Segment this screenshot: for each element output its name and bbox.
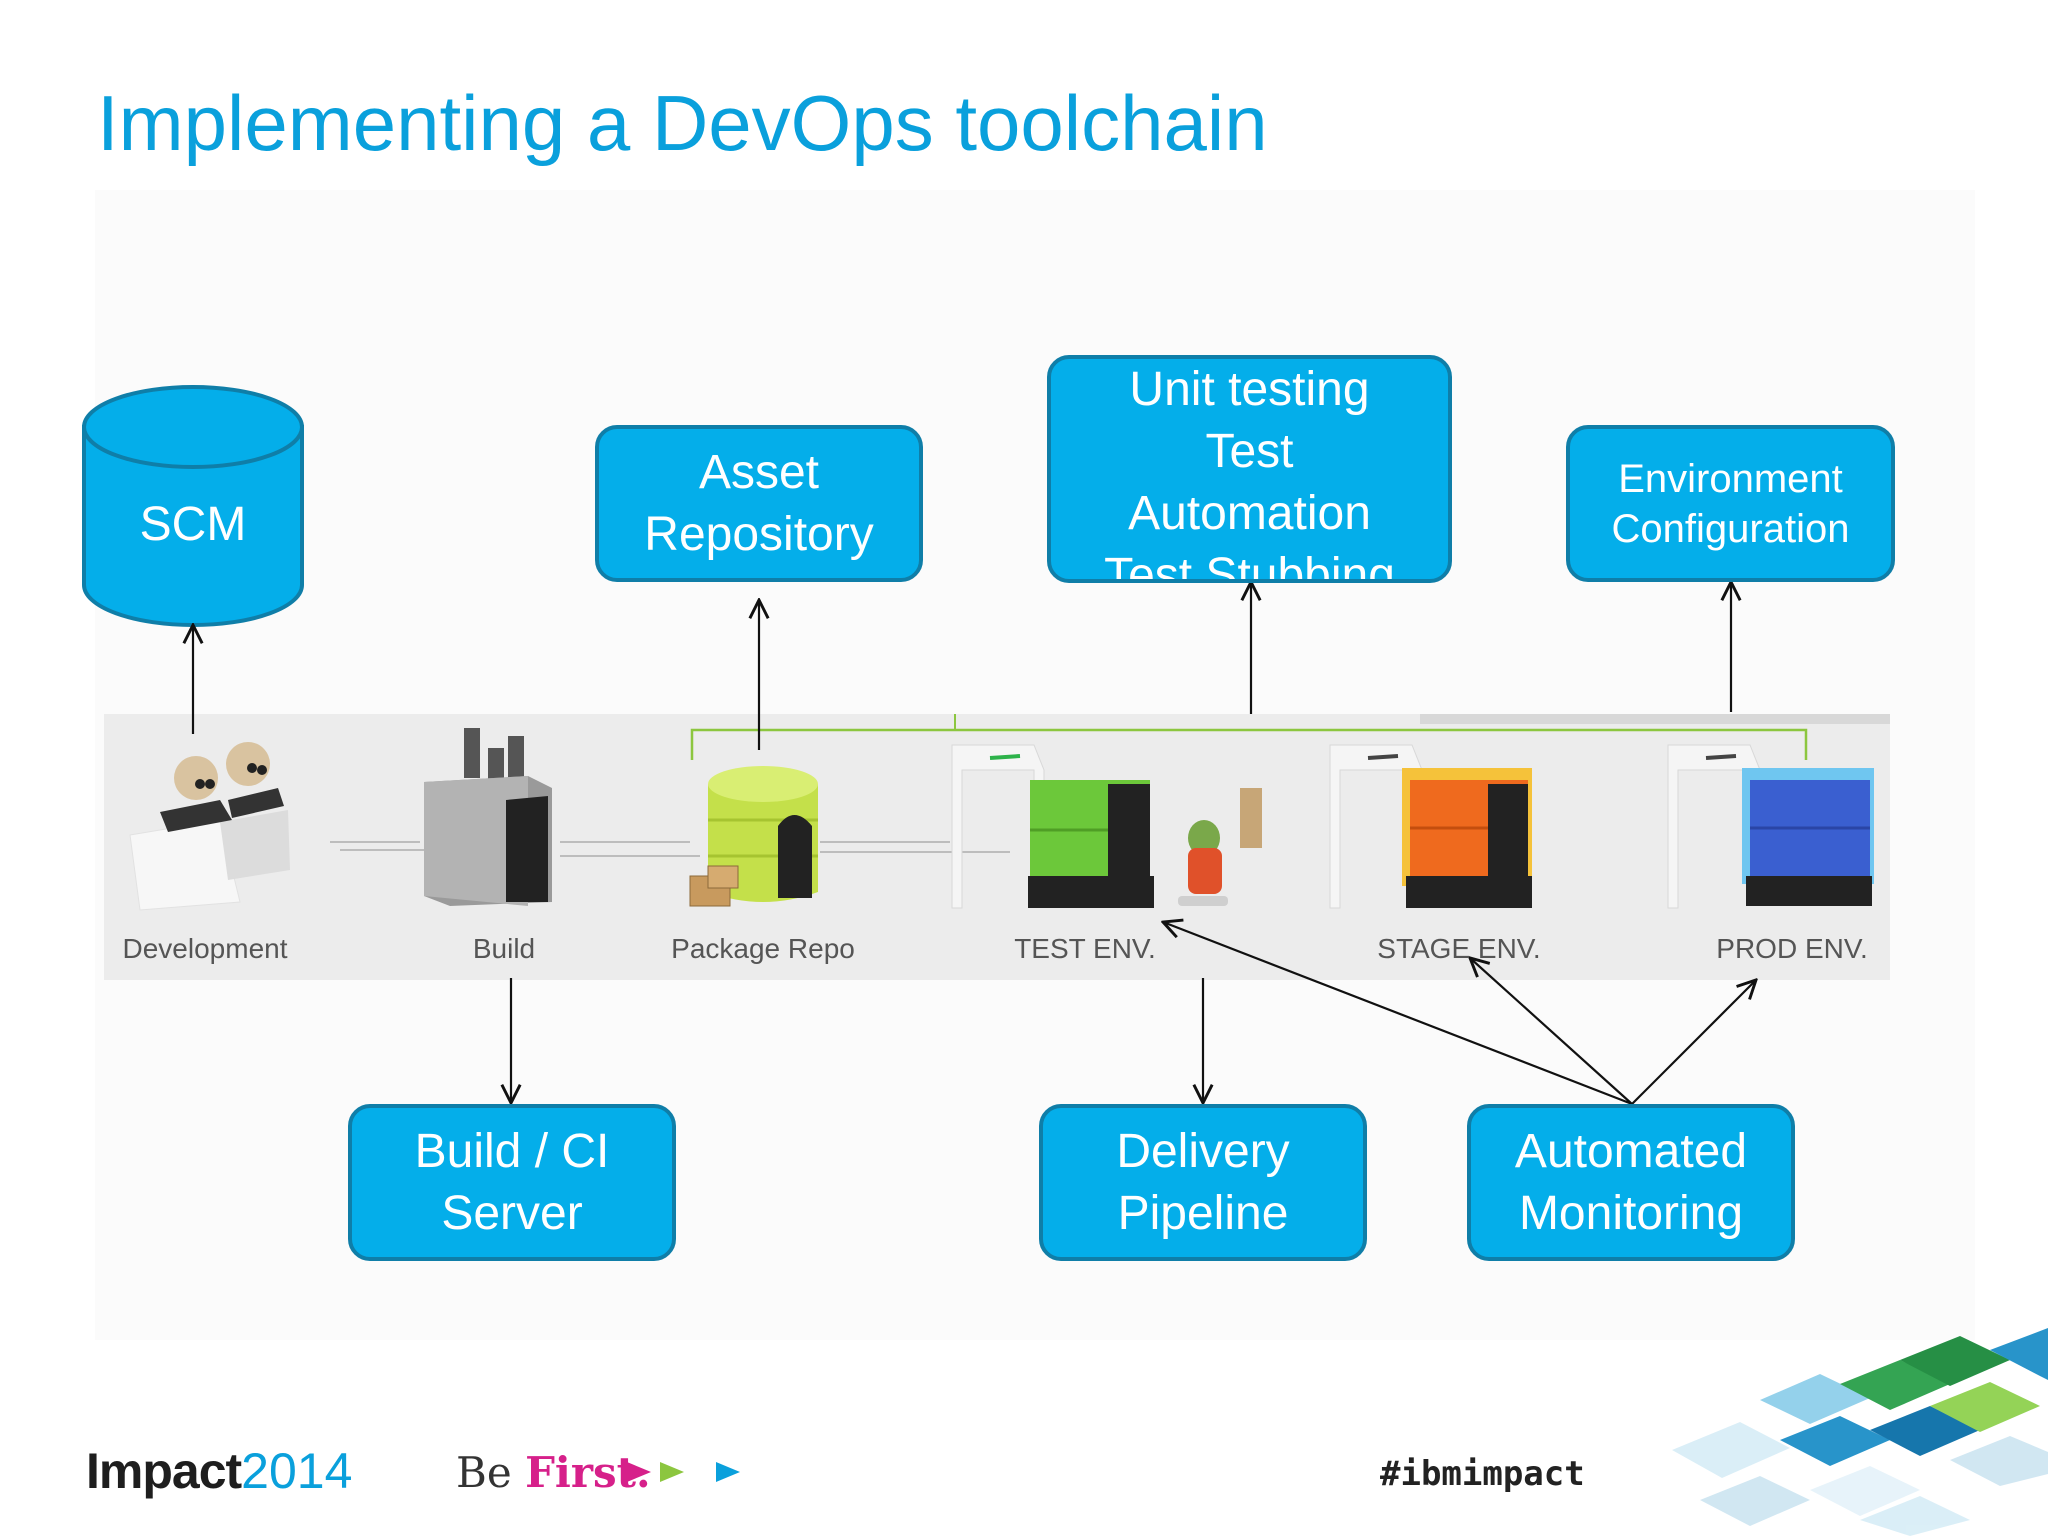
be-first-tagline: Be First. [456, 1448, 651, 1497]
arrow-monitoring-to-prod-env [1631, 980, 1756, 1105]
prod-env-icon [1667, 744, 1874, 909]
arrow-monitoring-to-stage-env [1470, 958, 1633, 1105]
pipeline-strip-shadow [1420, 714, 1890, 724]
hashtag: #ibmimpact [1380, 1454, 1585, 1494]
ibm-cube-pattern [1672, 1328, 2048, 1536]
stage-label-package-repo: Package Repo [671, 933, 855, 964]
stage-label-prod-env: PROD ENV. [1716, 933, 1868, 964]
unit-testing-box: Unit testing Test Automation Test Stubbi… [1047, 355, 1452, 583]
build-ci-server-box: Build / CI Server [348, 1104, 676, 1261]
flow-lines [330, 841, 1010, 857]
be-first-arrows-icon [627, 1462, 740, 1482]
delivery-pipeline-box: Delivery Pipeline [1039, 1104, 1367, 1261]
scm-label: SCM [139, 498, 247, 551]
scm-cylinder [82, 385, 304, 627]
slide-title: Implementing a DevOps toolchain [97, 79, 1268, 167]
stage-label-test-env: TEST ENV. [1014, 933, 1156, 964]
automated-monitoring-box: Automated Monitoring [1467, 1104, 1795, 1261]
connector-arrows [193, 582, 1756, 1106]
stage-label-development: Development [122, 933, 288, 964]
environment-configuration-box: Environment Configuration [1566, 425, 1895, 582]
environment-bracket [690, 728, 1808, 760]
impact-2014-logo: Impact2014 [86, 1443, 353, 1499]
stage-label-build: Build [472, 933, 536, 964]
test-env-icon [951, 744, 1262, 909]
stage-label-stage-env: STAGE ENV. [1377, 933, 1541, 964]
build-factory-icon [424, 728, 552, 906]
package-repo-icon [689, 766, 818, 907]
asset-repository-box: Asset Repository [595, 425, 923, 582]
stage-env-icon [1329, 744, 1532, 909]
arrow-monitoring-to-test-env [1163, 922, 1633, 1106]
developers-icon [129, 742, 290, 911]
